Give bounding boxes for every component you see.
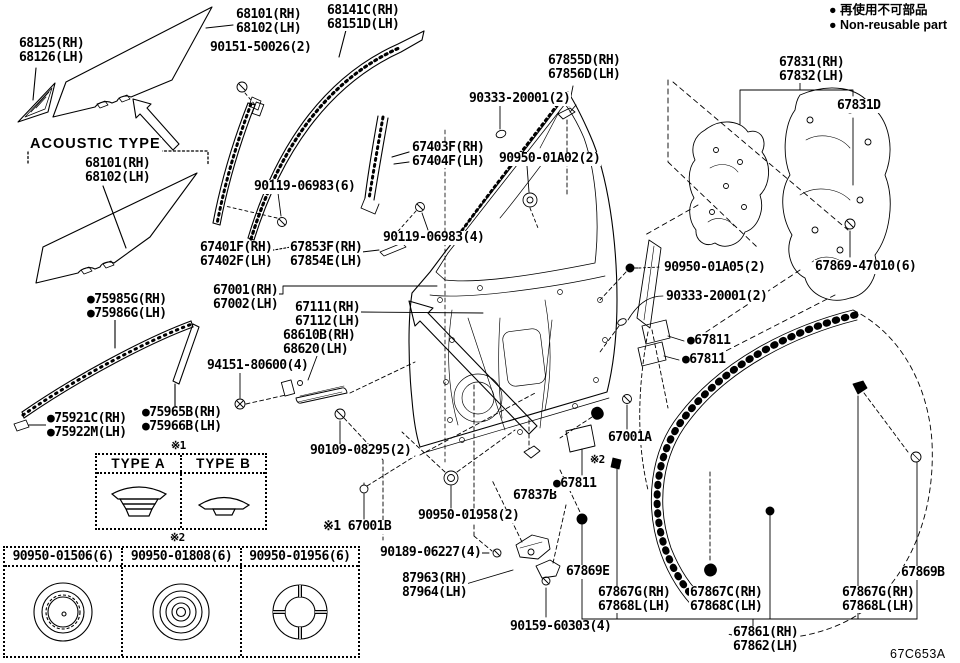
- part-label-90109-08295: 90109-08295(2): [309, 443, 413, 458]
- note-star1: ※1: [170, 439, 187, 452]
- part-label-90950-01A02: 90950-01A02(2): [498, 151, 602, 166]
- grommet-col3-header: 90950-01956(6): [239, 548, 358, 565]
- part-label-75921C: ●75921C(RH) ●75922M(LH): [46, 411, 128, 440]
- part-label-67811-r1: ●67811: [686, 333, 732, 348]
- cowl-pads-drawing: [637, 319, 685, 367]
- glass-run-drawing: [247, 29, 425, 241]
- part-label-90159-60303: 90159-60303(4): [509, 619, 613, 634]
- part-label-67001: 67001(RH) 67002(LH): [212, 283, 280, 312]
- type-a-cell: [97, 474, 180, 528]
- grommet-type-table: TYPE A TYPE B: [95, 453, 267, 530]
- part-label-67111: 67111(RH) 67112(LH): [294, 300, 362, 329]
- grommet-col2-cell: [121, 567, 239, 656]
- part-label-67403F: 67403F(RH) 67404F(LH): [411, 140, 486, 169]
- part-label-68125: 68125(RH) 68126(LH): [18, 36, 86, 65]
- part-label-67869B: 67869B: [900, 565, 946, 580]
- grommet-type-a-icon: [110, 486, 167, 517]
- legend-non-reusable-en: ● Non-reusable part: [828, 18, 948, 32]
- part-label-67869E: 67869E: [565, 564, 611, 579]
- fasteners-right: [599, 263, 664, 353]
- acoustic-glass-drawing: [35, 172, 198, 284]
- part-label-68610B: 68610B(RH) 68620(LH): [282, 328, 357, 357]
- part-label-90119-06983-6: 90119-06983(6): [253, 179, 357, 194]
- part-label-75985G: ●75985G(RH) ●75986G(LH): [86, 292, 168, 321]
- regulator-drawing: [705, 87, 891, 357]
- part-label-67853F: 67853F(RH) 67854E(LH): [289, 240, 364, 269]
- weatherstrip-drawing: [559, 309, 933, 640]
- part-label-90333-20001-b: 90333-20001(2): [665, 289, 769, 304]
- note-star2: ※2: [169, 531, 186, 544]
- grommet-01808-icon: [152, 582, 211, 641]
- part-label-67401F: 67401F(RH) 67402F(LH): [199, 240, 274, 269]
- grommet-col3-cell: [239, 567, 358, 656]
- part-label-67855D: 67855D(RH) 67856D(LH): [547, 53, 622, 82]
- service-hole-cover-drawing: [644, 79, 854, 248]
- part-label-67001B: ※1 67001B: [322, 519, 393, 534]
- part-label-75965B: ●75965B(RH) ●75966B(LH): [141, 405, 223, 434]
- part-label-67811-b: ●67811: [552, 476, 598, 491]
- part-label-67867G-left: 67867G(RH) 67868L(LH): [597, 585, 672, 614]
- front-run-channel-drawing: [212, 96, 292, 252]
- figure-code: 67C653A: [889, 647, 947, 662]
- part-label-67837B: 67837B: [512, 488, 558, 503]
- glass-channel-bracket-drawing: [245, 361, 416, 405]
- part-label-94151-80600: 94151-80600(4): [206, 358, 310, 373]
- rear-belt-strip-drawing: [172, 323, 200, 407]
- legend-non-reusable-jp: ● 再使用不可部品: [828, 3, 929, 17]
- part-label-67831D: 67831D: [836, 98, 882, 113]
- part-label-67861: 67861(RH) 67862(LH): [732, 625, 800, 654]
- hinge-drawing: [463, 479, 567, 618]
- grommet-col1-header: 90950-01506(6): [12, 549, 115, 564]
- note-star2-pad: ※2: [589, 453, 606, 466]
- door-glass-drawing: [32, 6, 234, 118]
- part-label-67867G-right: 67867G(RH) 67868L(LH): [841, 585, 916, 614]
- door-label-brackets: [275, 285, 484, 381]
- part-label-68101-acoustic: 68101(RH) 68102(LH): [84, 156, 152, 185]
- part-label-90189-06227: 90189-06227(4): [379, 545, 483, 560]
- part-label-67831: 67831(RH) 67832(LH): [778, 55, 846, 84]
- pointer-arrow-top: [132, 98, 180, 151]
- part-label-90151-50026: 90151-50026(2): [209, 40, 313, 55]
- grommet-col2-header: 90950-01808(6): [121, 548, 239, 565]
- division-bar-drawing: [360, 115, 410, 215]
- belt-molding-drawing: [13, 317, 194, 432]
- acoustic-type-heading: ACOUSTIC TYPE: [29, 136, 162, 152]
- type-b-cell: [180, 474, 265, 528]
- type-b-header: TYPE B: [180, 455, 265, 472]
- weatherstrip-corner-drawing: [636, 239, 669, 491]
- acoustic-bracket: [27, 150, 209, 166]
- grommet-col1-cell: [5, 567, 121, 656]
- type-a-header: TYPE A: [111, 456, 166, 471]
- part-label-90950-01958: 90950-01958(2): [417, 508, 521, 523]
- part-label-90950-01A05: 90950-01A05(2): [663, 260, 767, 275]
- grommet-01506-icon: [33, 581, 93, 642]
- part-label-90333-20001-a: 90333-20001(2): [468, 91, 572, 106]
- part-label-90119-06983-4: 90119-06983(4): [382, 230, 486, 245]
- part-label-68101-top: 68101(RH) 68102(LH): [235, 7, 303, 36]
- part-label-67869-47010: 67869-47010(6): [814, 259, 918, 274]
- grommet-parts-table: 90950-01506(6) 90950-01808(6) 90950-0195…: [3, 546, 360, 658]
- part-label-87963: 87963(RH) 87964(LH): [401, 571, 469, 600]
- part-label-68141C: 68141C(RH) 68151D(LH): [326, 3, 401, 32]
- fasteners-top: [224, 81, 577, 463]
- part-label-67811-r2: ●67811: [681, 352, 727, 367]
- part-label-67001A: 67001A: [607, 430, 653, 445]
- grommet-type-b-icon: [197, 496, 250, 516]
- grommet-01956-icon: [272, 583, 328, 640]
- part-label-67867C: 67867C(RH) 67868C(LH): [689, 585, 764, 614]
- pointer-arrow-acoustic: [408, 300, 538, 435]
- quarter-glass-drawing: [17, 82, 56, 123]
